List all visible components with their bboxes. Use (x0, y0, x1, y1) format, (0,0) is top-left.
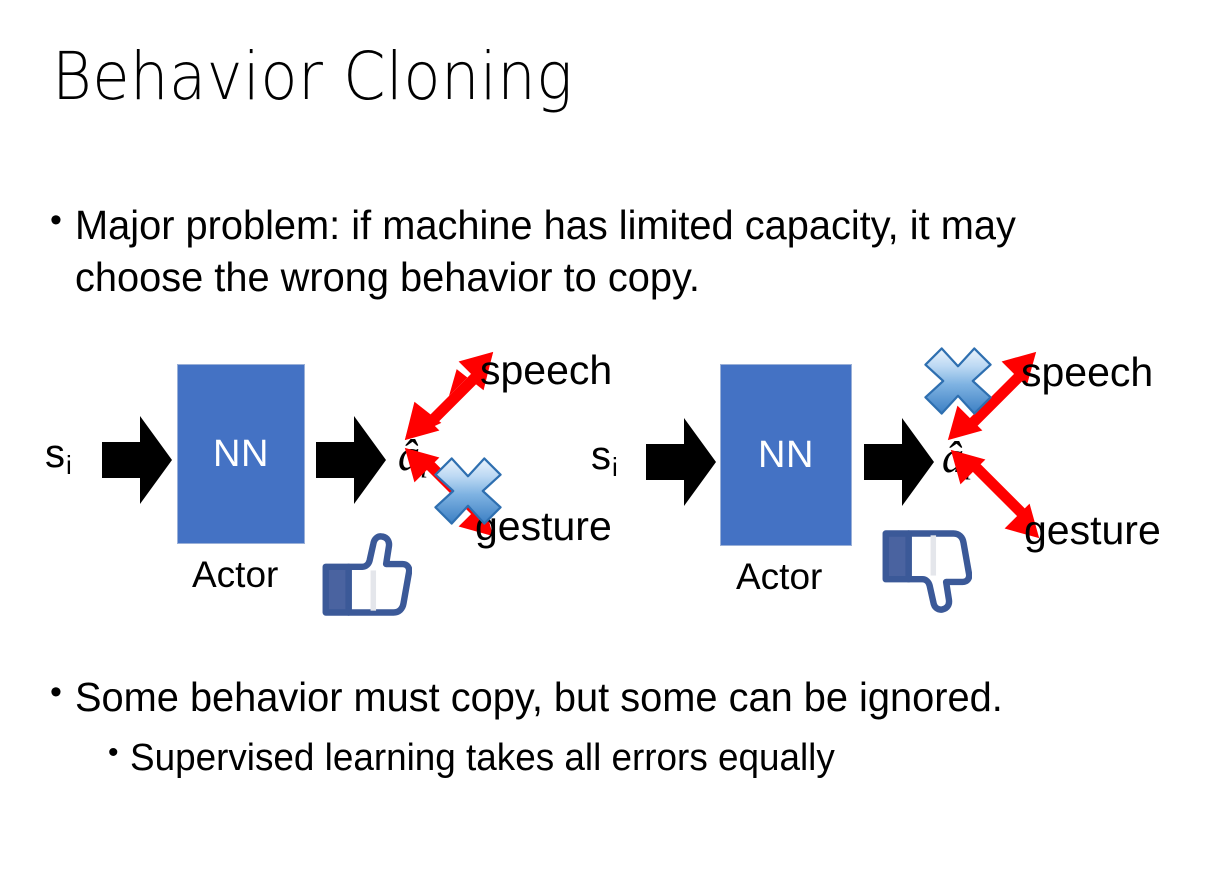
right-output-arrow-icon (864, 416, 934, 508)
right-gesture-label: gesture (1024, 507, 1161, 553)
right-actor-label: Actor (736, 556, 823, 597)
right-gesture-arrow-icon (947, 446, 1043, 542)
right-nn-box: NN (720, 364, 852, 546)
bullet-top-text: Major problem: if machine has limited ca… (74, 202, 1016, 300)
left-speech-label: speech (480, 347, 613, 393)
right-state-label: si (591, 434, 618, 483)
left-speech-arrow-icon (401, 348, 497, 444)
bullet-marker-icon: • (50, 673, 62, 711)
diagram-left: si NN Actor âi (20, 336, 620, 636)
bullet-top: • Major problem: if machine has limited … (50, 200, 1140, 303)
left-nn-box: NN (177, 364, 305, 544)
bullet-marker-icon: • (108, 736, 119, 769)
left-actor-label: Actor (192, 554, 279, 595)
left-output-arrow-icon (316, 414, 386, 506)
bullet-marker-icon: • (50, 201, 62, 239)
left-input-arrow-icon (102, 414, 172, 506)
left-nn-label: NN (213, 432, 269, 475)
left-state-label: si (45, 432, 72, 481)
right-speech-arrow-icon (944, 348, 1040, 444)
page-title: Behavior Cloning (52, 38, 574, 115)
right-input-arrow-icon (646, 416, 716, 508)
right-thumbs-down-icon (880, 528, 972, 614)
bullet-bottom-secondary: • Supervised learning takes all errors e… (108, 735, 1168, 783)
bullet-bottom-secondary-text: Supervised learning takes all errors equ… (129, 737, 835, 779)
right-blue-cross-icon (921, 344, 995, 418)
left-blue-cross-icon (431, 454, 505, 528)
bullet-bottom-primary-text: Some behavior must copy, but some can be… (74, 674, 1003, 720)
right-speech-label: speech (1021, 349, 1154, 395)
right-nn-label: NN (758, 433, 814, 476)
left-thumbs-up-icon (320, 532, 412, 618)
bullet-bottom-primary: • Some behavior must copy, but some can … (50, 672, 1170, 724)
left-gesture-label: gesture (475, 503, 612, 549)
diagram-right: si NN Actor âi speec (566, 336, 1186, 636)
